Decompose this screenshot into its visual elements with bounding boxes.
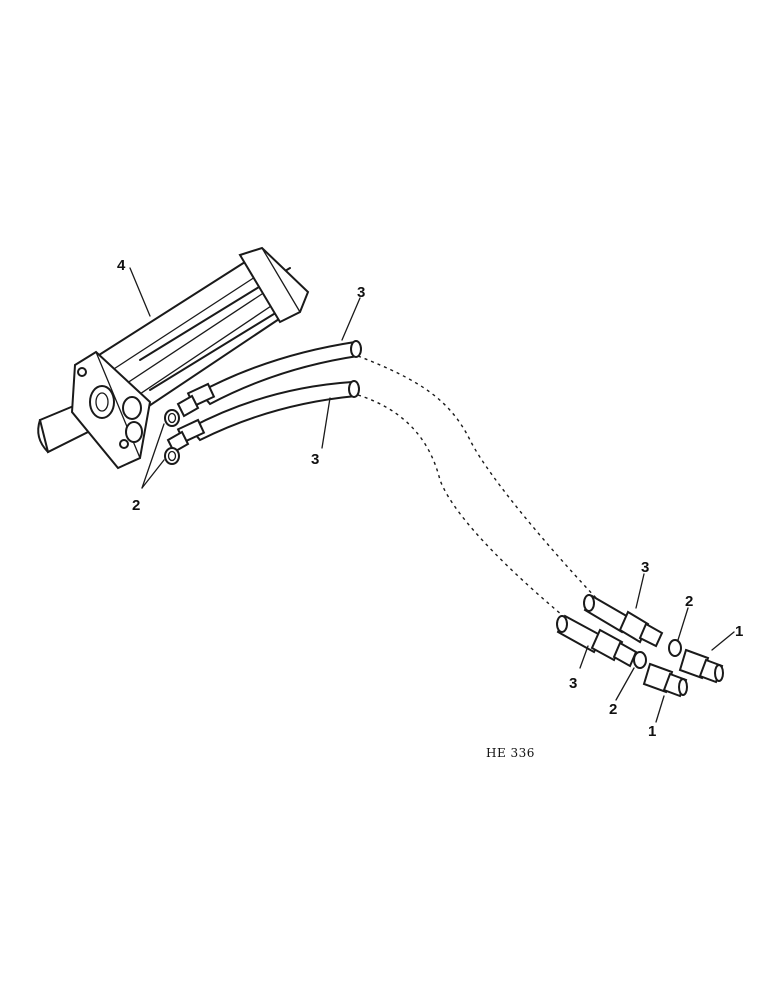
callout-o-ring-right-top: 2 [685,593,693,610]
callout-cylinder: 4 [117,257,126,274]
hose-end-fitting-upper [583,594,664,648]
hose-end-fitting-lower [556,614,638,668]
o-ring-right-upper [668,639,682,657]
callout-fitting-right-top: 3 [641,559,649,576]
hose-path-lower [357,394,569,621]
o-ring-right-lower [633,651,647,669]
figure-code: HE 336 [486,746,535,760]
callout-hose-bottom: 3 [311,451,319,468]
callout-fitting-right-bottom: 3 [569,675,577,692]
leader-lines [129,267,735,723]
lower-hose [166,380,360,454]
coupler-upper [678,648,724,684]
callout-coupler-right-bottom: 1 [648,723,656,740]
hose-path-upper [357,355,599,601]
callout-hose-top: 3 [357,284,365,301]
hydraulic-cylinder [37,246,310,470]
callout-coupler-right-top: 1 [735,623,743,640]
callout-o-ring-right-bottom: 2 [609,701,617,718]
upper-hose [176,340,362,418]
coupler-lower [642,662,688,698]
o-rings-left [164,409,180,465]
callout-o-rings-left: 2 [132,497,140,514]
